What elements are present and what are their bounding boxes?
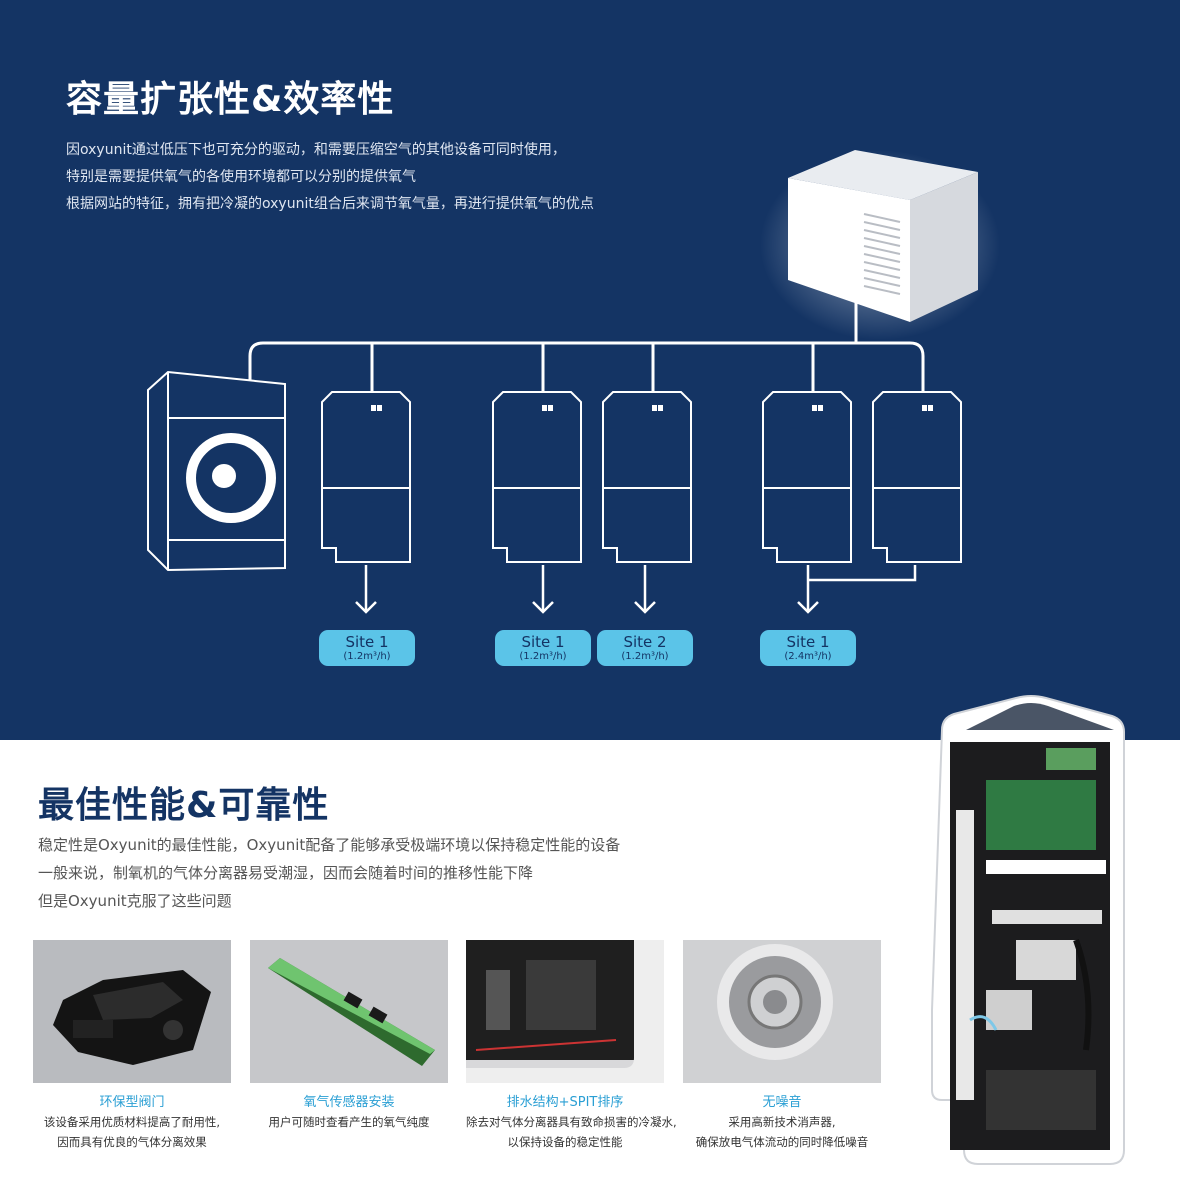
oxyunit-open-machine <box>931 695 1125 1165</box>
drainage-photo <box>466 940 664 1083</box>
feature-desc-line: 除去对气体分离器具有致命损害的冷凝水, <box>466 1115 677 1129</box>
air-pipes <box>248 295 925 392</box>
feature-desc-line: 该设备采用优质材料提高了耐用性, <box>43 1115 221 1129</box>
site-badge-3: Site 2 (1.2m³/h) <box>597 630 693 666</box>
site-rate: (1.2m³/h) <box>621 651 669 662</box>
feature-desc-line: 以保持设备的稳定性能 <box>507 1135 623 1149</box>
reliability-description: 稳定性是Oxyunit的最佳性能，Oxyunit配备了能够承受极端环境以保持稳定… <box>38 831 620 915</box>
sensor-photo <box>250 940 448 1083</box>
capacity-line-1: 因oxyunit通过低压下也可充分的驱动，和需要压缩空气的其他设备可同时使用， <box>66 142 566 158</box>
feature-desc-line: 确保放电气体流动的同时降低噪音 <box>695 1135 869 1149</box>
oxyunit-device-1-icon <box>321 391 411 563</box>
feature-card-drainage: 排水结构+SPIT排序 除去对气体分离器具有致命损害的冷凝水, 以保持设备的稳定… <box>466 940 677 1152</box>
capacity-line-2: 特别是需要提供氧气的各使用环境都可以分别的提供氧气 <box>66 169 416 185</box>
feature-desc: 用户可随时查看产生的氧气纯度 <box>250 1112 448 1132</box>
capacity-description: 因oxyunit通过低压下也可充分的驱动，和需要压缩空气的其他设备可同时使用， … <box>66 137 594 218</box>
output-arrows <box>355 565 917 614</box>
site-rate: (1.2m³/h) <box>519 651 567 662</box>
feature-desc: 该设备采用优质材料提高了耐用性, 因而具有优良的气体分离效果 <box>33 1112 231 1152</box>
feature-desc: 除去对气体分离器具有致命损害的冷凝水, 以保持设备的稳定性能 <box>466 1112 677 1152</box>
oxyunit-device-2-icon <box>492 391 582 563</box>
site-name: Site 2 <box>623 633 667 651</box>
feature-caption: 排水结构+SPIT排序 <box>506 1095 624 1110</box>
feature-desc: 采用高新技术消声器, 确保放电气体流动的同时降低噪音 <box>683 1112 881 1152</box>
site-badge-4: Site 1 (2.4m³/h) <box>760 630 856 666</box>
capacity-section <box>0 0 1180 740</box>
site-badge-2: Site 1 (1.2m³/h) <box>495 630 591 666</box>
oxygen-sensor-icon <box>268 958 435 1066</box>
silencer-photo <box>683 940 881 1083</box>
dryer-machine-icon <box>147 370 286 572</box>
site-name: Site 1 <box>521 633 565 651</box>
site-badge-1: Site 1 (1.2m³/h) <box>319 630 415 666</box>
silencer-icon <box>717 944 833 1060</box>
feature-caption: 氧气传感器安装 <box>303 1095 395 1110</box>
feature-card-valve: 环保型阀门 该设备采用优质材料提高了耐用性, 因而具有优良的气体分离效果 <box>33 940 231 1152</box>
site-name: Site 1 <box>345 633 389 651</box>
feature-desc-line: 因而具有优良的气体分离效果 <box>57 1135 207 1149</box>
circuit-board-icon <box>986 780 1096 850</box>
oxyunit-device-5-icon <box>872 391 962 563</box>
feature-caption: 无噪音 <box>762 1095 802 1110</box>
reliability-line-3: 但是Oxyunit克服了这些问题 <box>38 892 232 910</box>
feature-desc-line: 采用高新技术消声器, <box>728 1115 836 1129</box>
feature-caption: 环保型阀门 <box>99 1095 165 1110</box>
capacity-line-3: 根据网站的特征，拥有把冷凝的oxyunit组合后来调节氧气量，再进行提供氧气的优… <box>66 196 594 212</box>
feature-desc-line: 用户可随时查看产生的氧气纯度 <box>268 1115 430 1129</box>
reliability-line-1: 稳定性是Oxyunit的最佳性能，Oxyunit配备了能够承受极端环境以保持稳定… <box>38 836 621 854</box>
site-rate: (1.2m³/h) <box>343 651 391 662</box>
section-title-capacity: 容量扩张性&效率性 <box>66 79 395 120</box>
feature-card-silencer: 无噪音 采用高新技术消声器, 确保放电气体流动的同时降低噪音 <box>683 940 881 1152</box>
air-compressor-icon <box>788 150 978 322</box>
feature-card-oxygen-sensor: 氧气传感器安装 用户可随时查看产生的氧气纯度 <box>250 940 448 1132</box>
oxyunit-device-3-icon <box>602 391 692 563</box>
site-name: Site 1 <box>786 633 830 651</box>
drainage-structure-icon <box>466 940 664 1083</box>
valve-photo <box>33 940 231 1083</box>
valve-icon <box>53 970 211 1065</box>
oxyunit-device-4-icon <box>762 391 852 563</box>
section-title-reliability: 最佳性能&可靠性 <box>38 785 330 826</box>
reliability-line-2: 一般来说，制氧机的气体分离器易受潮湿，因而会随着时间的推移性能下降 <box>38 864 534 882</box>
oxygen-distribution-diagram <box>147 150 1000 614</box>
site-rate: (2.4m³/h) <box>784 651 832 662</box>
